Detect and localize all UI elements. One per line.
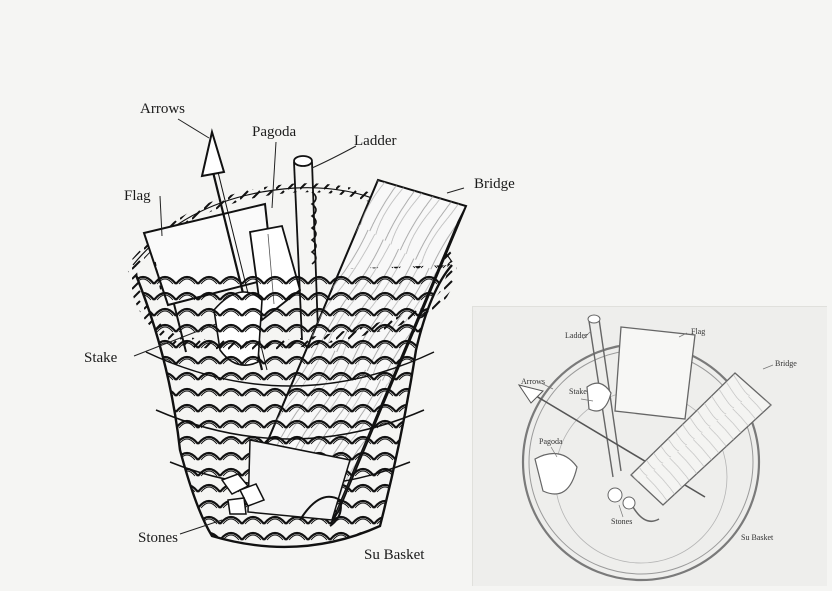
inset-label-pagoda: Pagoda xyxy=(539,437,563,446)
label-arrows: Arrows xyxy=(140,101,185,118)
label-ladder: Ladder xyxy=(354,133,396,150)
inset-label-flag: Flag xyxy=(691,327,705,336)
label-flag: Flag xyxy=(124,188,151,205)
inset-label-stones: Stones xyxy=(611,517,632,526)
inset-label-su-basket: Su Basket xyxy=(741,533,773,542)
label-su-basket: Su Basket xyxy=(364,547,424,564)
label-pagoda: Pagoda xyxy=(252,124,296,141)
inset-label-ladder: Ladder xyxy=(565,331,588,340)
inset-label-arrows: Arrows xyxy=(521,377,545,386)
basket-top-view-inset: Ladder Flag Bridge Arrows Stake Pagoda S… xyxy=(472,306,827,586)
inset-label-stake: Stake xyxy=(569,387,587,396)
label-stones: Stones xyxy=(138,530,178,547)
basket-top-view-drawing xyxy=(473,307,827,586)
label-bridge: Bridge xyxy=(474,176,515,193)
label-stake: Stake xyxy=(84,350,117,367)
inset-label-bridge: Bridge xyxy=(775,359,797,368)
